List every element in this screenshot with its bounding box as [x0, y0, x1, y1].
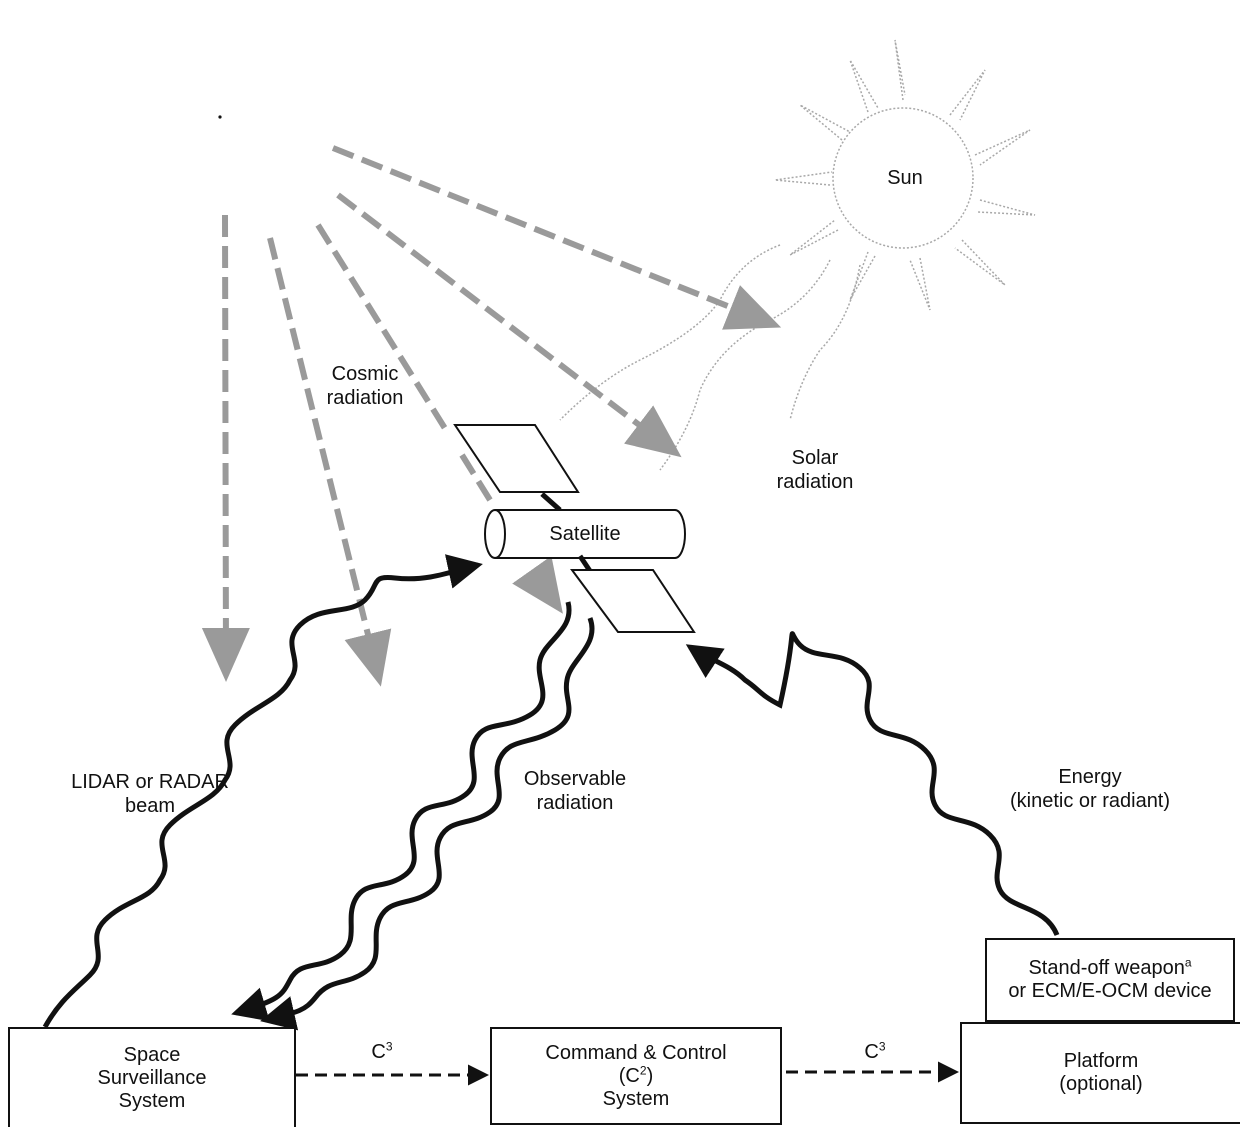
- lidar-beam: [42, 554, 483, 1029]
- solar-ray-1: [331, 145, 782, 330]
- c3-connectors: [296, 1061, 959, 1086]
- observable-beam-1: [231, 601, 572, 1022]
- cosmic-ray-2: [267, 237, 392, 687]
- satellite-body: [495, 509, 686, 559]
- platform-box: Platform (optional): [960, 1022, 1240, 1124]
- observable-beam-2: [260, 617, 595, 1031]
- c3-right-label: C3: [864, 1039, 886, 1063]
- radiation-rays: [201, 145, 782, 687]
- solar-ray-2: [336, 192, 682, 458]
- satellite: [453, 424, 696, 633]
- energy-beam: [685, 631, 1060, 937]
- solar-panel-upper: [453, 424, 580, 493]
- c3-left-label: C3: [371, 1039, 393, 1063]
- sun-icon: [559, 39, 1036, 471]
- wavy-beams: [42, 554, 1060, 1031]
- cosmic-ray-4: [459, 453, 493, 502]
- standoff-weapon-box: Stand-off weapona or ECM/E-OCM device: [985, 938, 1235, 1022]
- command-control-system-box: Command & Control (C2) System: [490, 1027, 782, 1125]
- sun-label: Sun: [887, 167, 923, 189]
- satellite-label: Satellite: [549, 523, 621, 545]
- energy-label: Energy(kinetic or radiant): [1009, 766, 1171, 812]
- cosmic-ray-1: [201, 214, 250, 682]
- solar-panel-lower: [570, 569, 696, 633]
- cosmic-ray-5: [512, 555, 563, 614]
- space-surveillance-system-box: Space Surveillance System: [8, 1027, 296, 1127]
- stray-dot: [218, 115, 222, 119]
- cosmic-ray-3: [315, 223, 449, 432]
